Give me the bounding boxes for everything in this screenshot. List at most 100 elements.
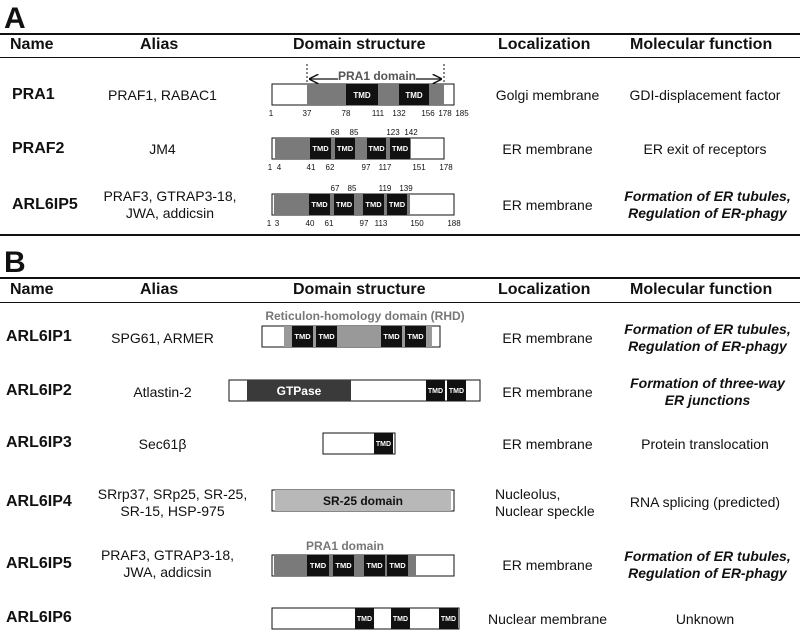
tmd-label: TMD [311,200,328,209]
arl6ip2-diagram: GTPase TMD TMD [228,379,481,402]
arl6ip4-diagram: SR-25 domain [271,489,455,512]
panel-a-letter: A [4,2,26,35]
residue-number: 37 [303,109,312,118]
row-name: PRA1 [12,86,55,103]
tmd-label: TMD [368,144,385,153]
residue-number: 1 [267,219,272,228]
row-function-line2: Regulation of ER-phagy [628,565,787,581]
tmd-label: TMD [318,332,335,341]
row-alias: SPG61, ARMER [111,330,214,346]
residue-number: 3 [275,219,280,228]
tmd-region [292,326,313,347]
tmd-label: TMD [366,561,383,570]
tmd-region [309,194,330,215]
tmd-region [390,138,410,159]
residue-number: 156 [421,109,435,118]
tmd-label: TMD [365,200,382,209]
panel-b-header-domain: Domain structure [293,281,426,298]
rhd-label: Reticulon-homology domain (RHD) [265,309,464,323]
residue-number: 132 [392,109,406,118]
residue-number: 67 [331,184,340,193]
residue-number: 97 [360,219,369,228]
domain-label-bg [338,70,416,83]
panel-b-letter: B [4,246,26,279]
residue-number: 97 [362,163,371,172]
row-localization: Golgi membrane [495,87,600,103]
residue-number: 123 [386,128,400,137]
tmd-label: TMD [336,200,353,209]
tmd-label: TMD [389,561,406,570]
row-function-line1: Formation of ER tubules, [624,321,791,337]
row-name: ARL6IP2 [6,382,72,399]
pra1-diagram: PRA1 domain TMD TMD 1 37 78 111 132 156 … [269,64,469,118]
tmd-region [364,555,385,576]
row-localization-line2: Nuclear speckle [495,503,595,519]
tmd-region [439,608,458,629]
row-alias-line2: SR-15, HSP-975 [120,503,225,519]
residue-number: 185 [455,109,469,118]
tmd-label: TMD [407,332,424,341]
residue-number: 111 [372,109,385,118]
residue-number: 178 [438,109,452,118]
tmd-label: TMD [310,561,327,570]
row-name: PRAF2 [12,140,65,157]
residue-number: 68 [331,128,340,137]
panel-a-header-function: Molecular function [630,36,773,53]
row-alias-line1: SRrp37, SRp25, SR-25, [97,486,248,502]
row-name: ARL6IP6 [6,609,72,626]
residue-number: 61 [325,219,334,228]
row-alias-line1: PRAF3, GTRAP3-18, [103,188,237,204]
tmd-region [399,84,429,105]
row-localization-line1: Nucleolus, [495,486,561,502]
row-alias-line2: JWA, addicsin [123,564,212,580]
residue-number: 4 [277,163,282,172]
tmd-region [381,326,402,347]
tmd-label: TMD [392,144,409,153]
row-alias: Sec61β [138,436,187,452]
row-function: Protein translocation [641,436,769,452]
residue-number: 113 [375,219,388,228]
tmd-label: TMD [376,441,391,448]
tmd-label: TMD [441,616,456,623]
row-alias: Atlastin-2 [133,384,192,400]
row-localization: ER membrane [502,384,593,400]
residue-number: 188 [447,219,461,228]
arl6ip1-diagram: Reticulon-homology domain (RHD) TMD TMD … [261,309,465,348]
residue-number: 117 [379,163,392,172]
tmd-region [405,326,426,347]
residue-number: 139 [399,184,413,193]
tmd-region [346,84,378,105]
panel-a-header-localization: Localization [498,36,591,53]
tmd-region [374,433,393,454]
tmd-region [387,194,407,215]
residue-number: 40 [306,219,315,228]
residue-number: 178 [439,163,453,172]
tmd-label: TMD [449,388,464,395]
panel-b-header-alias: Alias [140,281,179,298]
arl6ip6-diagram: TMD TMD TMD [271,607,460,630]
tmd-label: TMD [393,616,408,623]
tmd-label: TMD [357,616,372,623]
panel-b-header-localization: Localization [498,281,591,298]
tmd-label: TMD [353,91,371,100]
row-localization: ER membrane [502,557,593,573]
row-alias: PRAF1, RABAC1 [108,87,217,103]
row-name: ARL6IP3 [6,434,72,451]
tmd-region [355,608,374,629]
row-localization: ER membrane [502,330,593,346]
row-function-line1: Formation of ER tubules, [624,188,791,204]
row-alias: JM4 [149,141,176,157]
row-localization: ER membrane [502,141,593,157]
row-name: ARL6IP1 [6,328,72,345]
row-localization: ER membrane [502,197,593,213]
tmd-region [367,138,386,159]
pra1-domain-label: PRA1 domain [338,69,416,83]
tmd-region [310,138,331,159]
sr25-label: SR-25 domain [323,494,403,508]
residue-number: 62 [326,163,335,172]
row-function: Unknown [675,611,735,627]
residue-number: 78 [342,109,351,118]
tmd-region [333,555,354,576]
tmd-region [334,194,354,215]
panel-a-header-domain: Domain structure [293,36,426,53]
